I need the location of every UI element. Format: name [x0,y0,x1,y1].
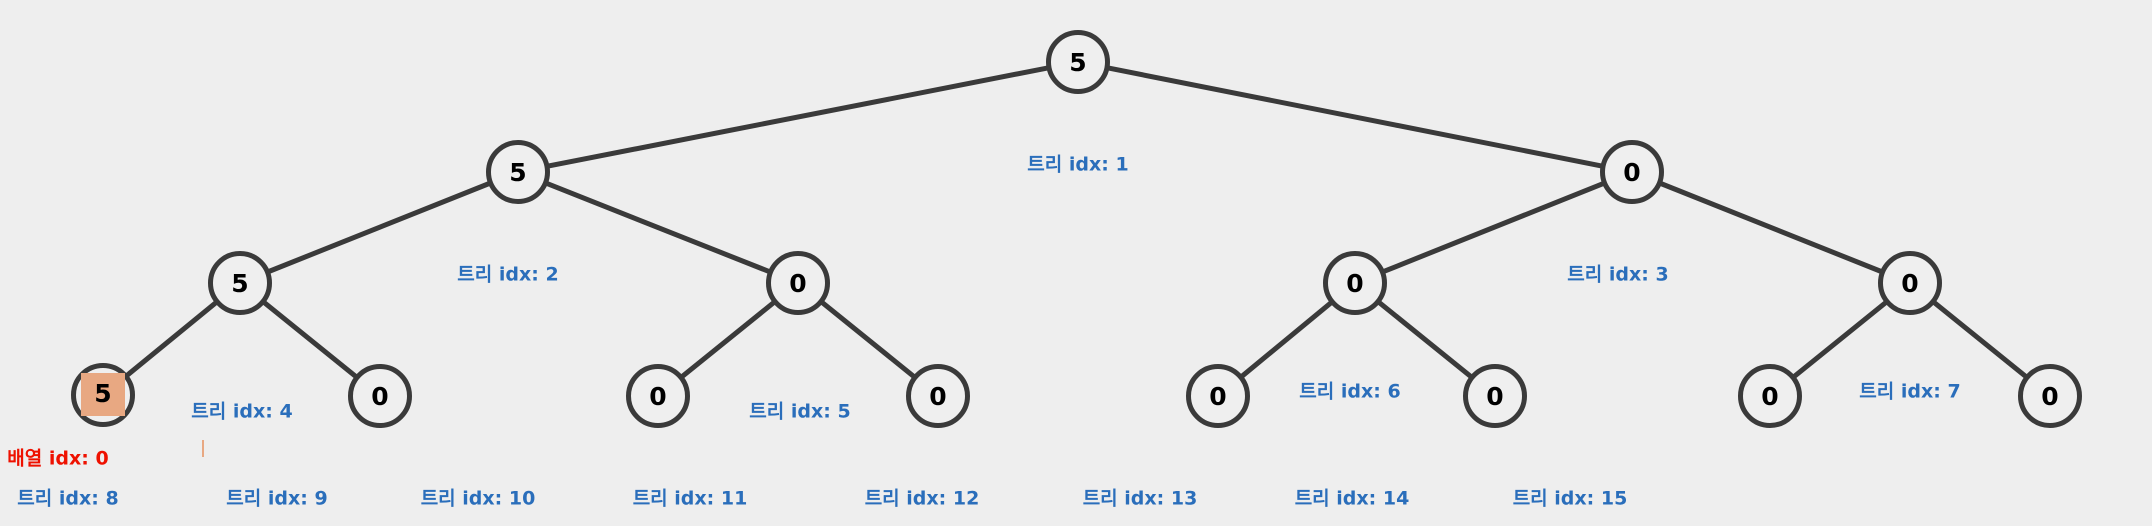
tree-index-label-11: 트리 idx: 11 [632,487,748,510]
tree-node-9[interactable]: 0 [348,364,412,428]
tree-node-value: 0 [2041,381,2059,411]
tree-edge [1239,300,1334,379]
tree-index-label-12: 트리 idx: 12 [864,487,980,510]
tree-node-13[interactable]: 0 [1463,364,1527,428]
tree-node-10[interactable]: 0 [626,364,690,428]
tree-edge [266,180,492,275]
tree-node-value: 0 [1346,268,1364,298]
tree-edge [1106,65,1604,169]
tree-node-2[interactable]: 5 [486,140,550,204]
tree-node-5[interactable]: 0 [766,251,830,315]
array-index-label-8: 배열 idx: 0 [7,447,109,470]
tree-index-label-10: 트리 idx: 10 [420,487,536,510]
tree-node-value: 0 [371,381,389,411]
tree-node-value: 0 [1486,381,1504,411]
tree-node-value: 0 [1209,381,1227,411]
tree-edge [1376,299,1474,380]
tree-index-label-7: 트리 idx: 7 [1859,380,1961,403]
tree-index-label-4: 트리 idx: 4 [191,400,293,423]
tree-node-value: 0 [1901,268,1919,298]
tree-index-label-6: 트리 idx: 6 [1299,380,1401,403]
tree-edge [1381,180,1606,275]
tree-node-3[interactable]: 0 [1600,140,1664,204]
tree-index-label-1: 트리 idx: 1 [1027,153,1129,176]
pointer-tick-marker [202,440,204,457]
tree-index-label-9: 트리 idx: 9 [226,487,328,510]
tree-node-value: 0 [929,381,947,411]
tree-edge [679,299,777,380]
tree-index-label-5: 트리 idx: 5 [749,400,851,423]
tree-index-label-14: 트리 idx: 14 [1294,487,1410,510]
tree-node-15[interactable]: 0 [2018,364,2082,428]
tree-index-label-3: 트리 idx: 3 [1567,263,1669,286]
tree-node-7[interactable]: 0 [1878,251,1942,315]
tree-index-label-2: 트리 idx: 2 [457,263,559,286]
tree-node-value: 0 [649,381,667,411]
tree-node-6[interactable]: 0 [1323,251,1387,315]
tree-index-label-8: 트리 idx: 8 [17,487,119,510]
tree-node-1[interactable]: 5 [1046,30,1110,94]
tree-node-4[interactable]: 5 [208,251,272,315]
tree-node-8[interactable]: 5 [71,363,135,427]
tree-node-value: 5 [231,268,249,298]
tree-edge [1791,299,1889,380]
tree-edge [1931,299,2029,380]
tree-edge [544,180,772,275]
tree-edge [546,65,1050,169]
tree-index-label-13: 트리 idx: 13 [1082,487,1198,510]
tree-node-14[interactable]: 0 [1738,364,1802,428]
tree-edge [124,300,219,378]
tree-node-value: 0 [1761,381,1779,411]
tree-node-value: 0 [789,268,807,298]
tree-node-value: 5 [81,372,125,416]
tree-node-value: 5 [509,157,527,187]
tree-node-value: 5 [1069,47,1087,77]
tree-node-12[interactable]: 0 [1186,364,1250,428]
tree-index-label-15: 트리 idx: 15 [1512,487,1628,510]
tree-edge [261,299,359,380]
tree-edge [1658,180,1884,275]
tree-node-11[interactable]: 0 [906,364,970,428]
tree-edge [819,299,917,380]
tree-node-value: 0 [1623,157,1641,187]
